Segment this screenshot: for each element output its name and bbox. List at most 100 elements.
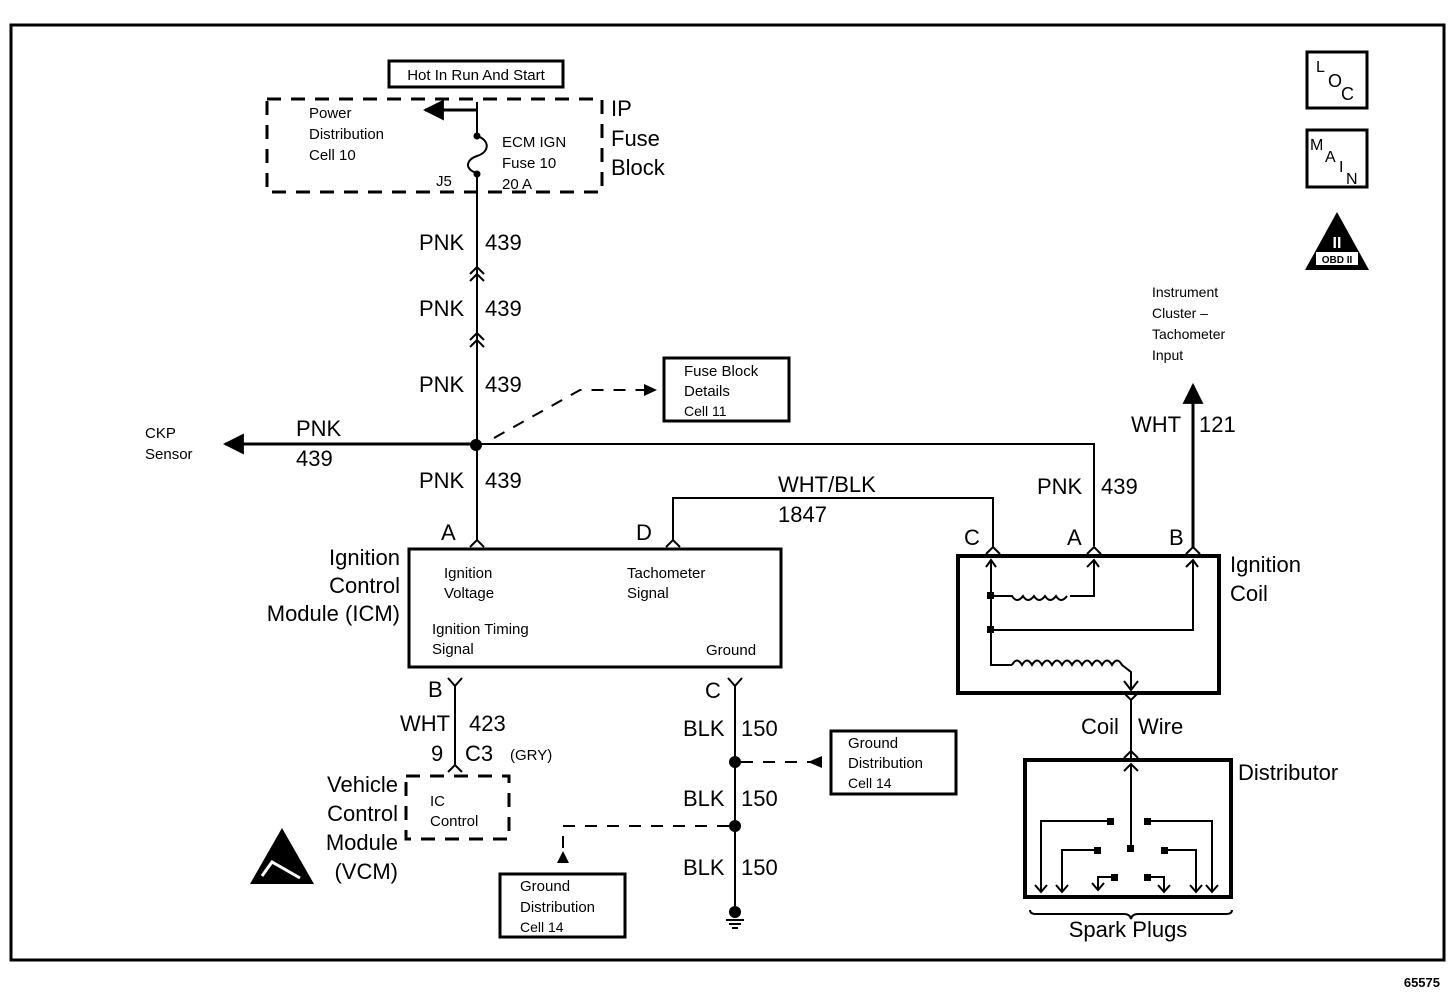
fuse-block-details-box[interactable] bbox=[662, 356, 791, 423]
hot-in-run-label: Hot In Run And Start bbox=[407, 67, 545, 84]
vcm-connector: C3 bbox=[465, 741, 493, 766]
vcm-ic-1: IC bbox=[430, 793, 445, 810]
fuse-block-name-1: IP bbox=[611, 96, 632, 121]
ground-wire-color: BLK bbox=[683, 716, 725, 741]
vcm-name-1: Vehicle bbox=[327, 772, 398, 797]
icm-tach-2: Signal bbox=[627, 585, 669, 602]
fuse-connector-j5: J5 bbox=[436, 173, 452, 190]
coil-pin-b: B bbox=[1169, 525, 1184, 550]
main-icon[interactable]: M A I N bbox=[1305, 128, 1369, 189]
fuse-line-3: 20 A bbox=[502, 176, 532, 193]
vcm-outline[interactable] bbox=[404, 774, 511, 841]
ckp-wire-circuit: 439 bbox=[296, 446, 333, 471]
vcm-c3-connector bbox=[447, 763, 463, 773]
distributor-name: Distributor bbox=[1238, 760, 1338, 785]
main-letter-n: N bbox=[1346, 171, 1358, 188]
vcm-name-2: Control bbox=[327, 801, 398, 826]
tach-wire-color: WHT/BLK bbox=[778, 472, 876, 497]
fuse-symbol[interactable] bbox=[467, 135, 488, 174]
ckp-wire-color: PNK bbox=[296, 416, 342, 441]
icm-name-2: Control bbox=[329, 573, 400, 598]
ignition-coil-box[interactable] bbox=[956, 554, 1221, 695]
icm-ign-voltage-1: Ignition bbox=[444, 565, 492, 582]
cluster-line-1: Instrument bbox=[1152, 284, 1218, 300]
ground-wire-circuit: 150 bbox=[741, 716, 778, 741]
icm-ign-voltage-2: Voltage bbox=[444, 585, 494, 602]
ground-wire-circuit: 150 bbox=[741, 786, 778, 811]
cluster-line-4: Input bbox=[1152, 347, 1183, 363]
coil-pin-c: C bbox=[964, 525, 980, 550]
fuse-line-1: ECM IGN bbox=[502, 134, 566, 151]
obd-ii-icon[interactable]: II OBD II bbox=[1305, 212, 1369, 270]
ground-dist-right-arrow bbox=[808, 756, 822, 768]
ground-dist-left-arrow bbox=[557, 851, 569, 863]
vcm-name-3: Module bbox=[326, 830, 398, 855]
coil-name-1: Ignition bbox=[1230, 552, 1301, 577]
coil-wire-label-b: Wire bbox=[1138, 714, 1183, 739]
power-dist-line-1: Power bbox=[309, 105, 352, 122]
icm-box[interactable] bbox=[407, 547, 783, 669]
loc-letter-c: C bbox=[1341, 84, 1354, 104]
hot-in-run-box bbox=[387, 59, 565, 89]
cluster-wire-circuit: 121 bbox=[1199, 412, 1236, 437]
wire-circuit-label: 439 bbox=[485, 296, 522, 321]
inline-connector-1 bbox=[469, 265, 485, 282]
obd-numeral: II bbox=[1333, 235, 1342, 252]
wht-blk-1847-wire[interactable] bbox=[672, 497, 994, 548]
fuse-block-details-arrow bbox=[644, 384, 657, 396]
coil-wire[interactable] bbox=[1123, 692, 1139, 758]
cluster-line-3: Tachometer bbox=[1152, 326, 1225, 342]
coil-wire-label-a: Coil bbox=[1081, 714, 1119, 739]
vcm-name-4: (VCM) bbox=[334, 859, 398, 884]
power-dist-line-2: Distribution bbox=[309, 126, 384, 143]
ground-dist-left-box[interactable] bbox=[498, 872, 627, 939]
distributor-box[interactable] bbox=[1023, 758, 1233, 899]
vcm-connector-color: (GRY) bbox=[510, 747, 552, 764]
coil-internal-windings bbox=[985, 558, 1199, 692]
ground-splice-lower[interactable] bbox=[729, 820, 741, 832]
icm-pin-d: D bbox=[636, 520, 652, 545]
obd-label: OBD II bbox=[1322, 255, 1353, 266]
ground-splice-upper[interactable] bbox=[729, 756, 741, 768]
tach-wire-circuit: 1847 bbox=[778, 502, 827, 527]
vcm-wire-color: WHT bbox=[400, 711, 450, 736]
icm-name-3: Module (ICM) bbox=[267, 601, 400, 626]
ckp-line-1: CKP bbox=[145, 425, 176, 442]
main-letter-a: A bbox=[1325, 149, 1336, 166]
ground-icon bbox=[726, 919, 744, 929]
loc-icon[interactable]: L O C bbox=[1305, 50, 1369, 110]
spark-plugs-brace bbox=[1029, 909, 1233, 920]
icm-timing-1: Ignition Timing bbox=[432, 621, 529, 638]
diagram-frame bbox=[9, 23, 1446, 962]
main-letter-m: M bbox=[1310, 137, 1323, 154]
loc-letter-l: L bbox=[1316, 59, 1325, 76]
wire-color-label: PNK bbox=[419, 468, 465, 493]
icm-pin-a: A bbox=[441, 520, 456, 545]
coil-pin-a-connector bbox=[1086, 545, 1102, 555]
vcm-ic-2: Control bbox=[430, 813, 478, 830]
icm-timing-2: Signal bbox=[432, 641, 474, 658]
main-letter-i: I bbox=[1339, 159, 1343, 176]
ground-dist-left-1: Ground bbox=[520, 878, 570, 895]
icm-pin-c-connector bbox=[727, 677, 743, 688]
figure-id: 65575 bbox=[1404, 975, 1440, 990]
inline-connector-2 bbox=[469, 331, 485, 348]
pnk-439-coil-wire[interactable] bbox=[476, 443, 1095, 546]
ground-wire-color: BLK bbox=[683, 855, 725, 880]
fuse-block-details-line-2: Details bbox=[684, 383, 730, 400]
fuse-block-name-3: Block bbox=[611, 155, 666, 180]
icm-pin-a-connector bbox=[469, 538, 485, 548]
wire-circuit-label: 439 bbox=[485, 230, 522, 255]
power-dist-line-3: Cell 10 bbox=[309, 147, 356, 164]
icm-tach-1: Tachometer bbox=[627, 565, 705, 582]
ground-dist-right-2: Distribution bbox=[848, 755, 923, 772]
wire-color-label: PNK bbox=[419, 230, 465, 255]
coil-pin-c-connector bbox=[985, 545, 1001, 555]
ground-dist-right-box[interactable] bbox=[829, 729, 958, 796]
ground-dist-left-2: Distribution bbox=[520, 899, 595, 916]
icm-name-1: Ignition bbox=[329, 545, 400, 570]
wire-color-label: PNK bbox=[419, 296, 465, 321]
coil-pin-b-connector bbox=[1185, 545, 1201, 555]
ckp-line-2: Sensor bbox=[145, 446, 193, 463]
fuse-block-details-line-1: Fuse Block bbox=[684, 363, 759, 380]
